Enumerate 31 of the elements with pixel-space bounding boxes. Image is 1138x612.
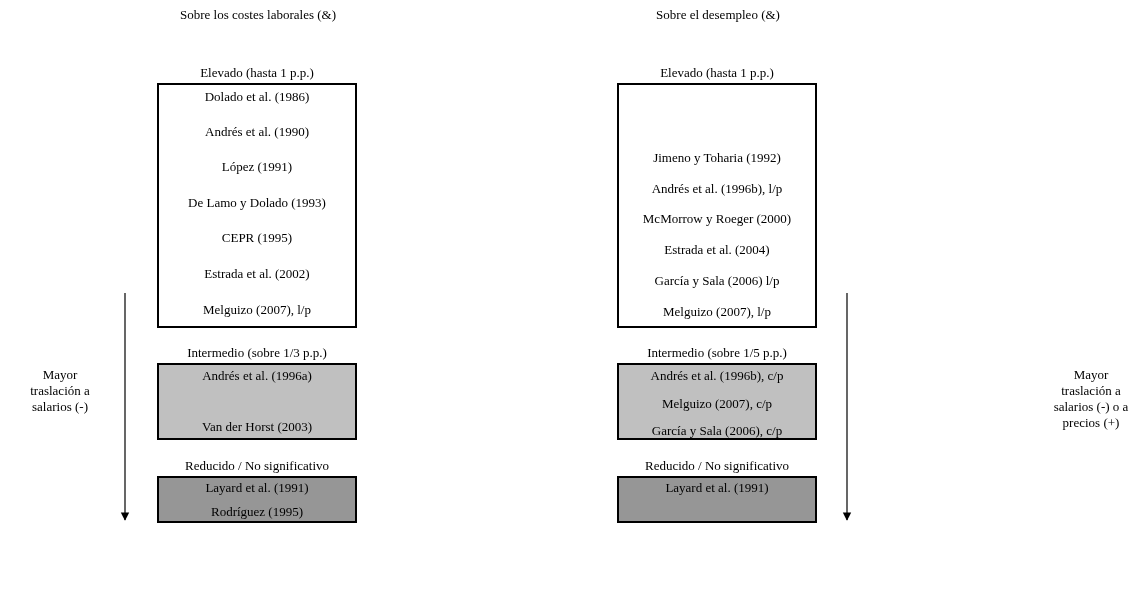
study-citation: Melguizo (2007), c/p — [660, 396, 774, 412]
study-citation: McMorrow y Roeger (2000) — [641, 211, 793, 227]
level-heading: Reducido / No significativo — [643, 458, 791, 474]
column-heading: Sobre los costes laborales (&) — [179, 7, 337, 23]
study-citation: Estrada et al. (2002) — [203, 266, 311, 282]
study-citation: Andrés et al. (1990) — [204, 124, 310, 140]
level-heading: Reducido / No significativo — [183, 458, 331, 474]
study-citation: Dolado et al. (1986) — [203, 89, 311, 105]
study-citation: López (1991) — [220, 159, 294, 175]
study-citation: Rodríguez (1995) — [209, 504, 305, 520]
study-citation: Layard et al. (1991) — [664, 480, 770, 496]
level-heading: Elevado (hasta 1 p.p.) — [659, 65, 775, 81]
level-heading: Intermedio (sobre 1/3 p.p.) — [186, 345, 328, 361]
study-citation: Melguizo (2007), l/p — [202, 302, 312, 318]
study-citation: García y Sala (2006) l/p — [653, 273, 781, 289]
level-heading: Intermedio (sobre 1/5 p.p.) — [646, 345, 788, 361]
study-citation: Van der Horst (2003) — [200, 419, 314, 435]
side-note: Mayor traslación a salarios (-) o a precios (+) — [1052, 367, 1130, 431]
level-heading: Elevado (hasta 1 p.p.) — [199, 65, 315, 81]
study-citation: Andrés et al. (1996b), c/p — [649, 368, 785, 384]
study-citation: De Lamo y Dolado (1993) — [187, 195, 327, 211]
study-citation: Jimeno y Toharia (1992) — [652, 150, 782, 166]
side-note: Mayor traslación a salarios (-) — [29, 367, 91, 415]
study-citation: Andrés et al. (1996a) — [201, 368, 313, 384]
study-citation: Estrada et al. (2004) — [663, 242, 771, 258]
study-citation: CEPR (1995) — [220, 230, 294, 246]
study-citation: Melguizo (2007), l/p — [662, 304, 772, 320]
study-citation: García y Sala (2006), c/p — [650, 423, 784, 439]
study-citation: Layard et al. (1991) — [204, 480, 310, 496]
column-heading: Sobre el desempleo (&) — [655, 7, 781, 23]
study-citation: Andrés et al. (1996b), l/p — [650, 181, 784, 197]
